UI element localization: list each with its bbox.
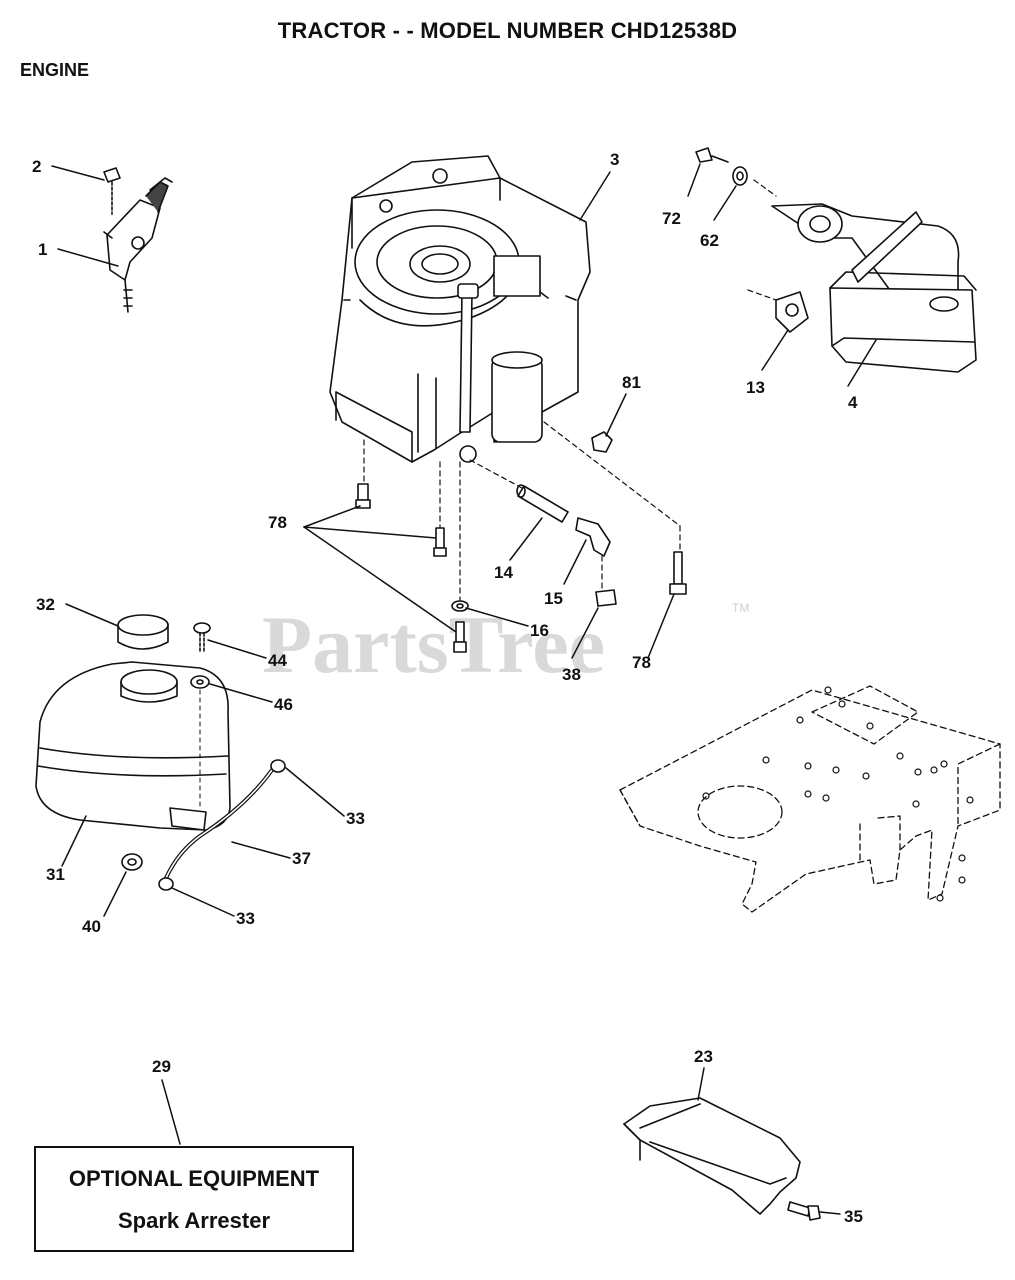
optional-equipment-box: OPTIONAL EQUIPMENT Spark Arrester (34, 1146, 354, 1252)
fuel-cap-part (117, 614, 169, 650)
optional-equipment-item: Spark Arrester (117, 1208, 271, 1233)
optional-equipment-heading: OPTIONAL EQUIPMENT (68, 1166, 320, 1191)
screw-part (103, 167, 121, 215)
callout-1: 1 (38, 240, 47, 259)
nut-part-81 (591, 431, 613, 453)
callout-78-a: 78 (268, 513, 287, 532)
bolt-part-72 (695, 147, 729, 163)
callout-23: 23 (694, 1047, 713, 1066)
page-title: TRACTOR - - MODEL NUMBER CHD12538D (277, 18, 738, 43)
alignment-lines (363, 179, 777, 601)
callout-13: 13 (746, 378, 765, 397)
callout-32: 32 (36, 595, 55, 614)
nut-part-38 (595, 589, 617, 607)
hose-part-14 (516, 484, 569, 523)
callout-4: 4 (848, 393, 858, 412)
elbow-part-15 (575, 517, 611, 557)
callout-40: 40 (82, 917, 101, 936)
callout-44: 44 (268, 651, 287, 670)
screw-part-35 (787, 1201, 821, 1221)
fuel-line-part (164, 768, 274, 880)
callout-2: 2 (32, 157, 41, 176)
engine-part (329, 155, 591, 463)
fuel-tank-part (35, 661, 231, 831)
svg-text:TM: TM (732, 601, 749, 615)
frame-outline (619, 685, 1001, 913)
callout-35: 35 (844, 1207, 863, 1226)
hose-clamp-part (158, 759, 286, 891)
callout-33-a: 33 (346, 809, 365, 828)
screw-part-44 (193, 622, 211, 653)
throttle-control-part (103, 177, 173, 313)
lockwasher-part (732, 166, 748, 186)
washer-part-46 (190, 675, 210, 809)
washer-part-16 (451, 600, 469, 612)
callout-72: 72 (662, 209, 681, 228)
muffler-part (771, 203, 977, 373)
callout-15: 15 (544, 589, 563, 608)
callout-16: 16 (530, 621, 549, 640)
callout-37: 37 (292, 849, 311, 868)
gasket-part (775, 291, 809, 333)
bolt-part-78 (355, 483, 687, 653)
callout-labels: 2 1 3 72 62 13 4 81 78 14 15 16 38 78 32… (32, 150, 863, 1226)
callout-3: 3 (610, 150, 619, 169)
callout-46: 46 (274, 695, 293, 714)
callout-14: 14 (494, 563, 513, 582)
bushing-part (121, 853, 143, 871)
callout-33-b: 33 (236, 909, 255, 928)
watermark: PartsTree TM (262, 599, 749, 690)
shield-part (623, 1097, 801, 1215)
callout-81: 81 (622, 373, 641, 392)
frame-holes (702, 686, 974, 902)
callout-62: 62 (700, 231, 719, 250)
callout-38: 38 (562, 665, 581, 684)
section-label: ENGINE (20, 60, 90, 80)
leader-lines (51, 163, 877, 1215)
svg-text:PartsTree: PartsTree (262, 599, 605, 690)
callout-29: 29 (152, 1057, 171, 1076)
callout-78-b: 78 (632, 653, 651, 672)
callout-31: 31 (46, 865, 65, 884)
